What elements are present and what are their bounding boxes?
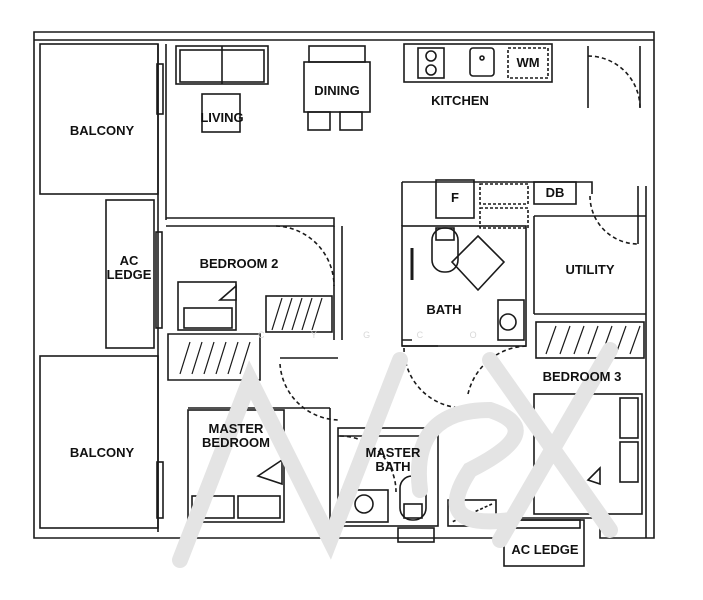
fridge xyxy=(435,179,475,219)
sliding-door-top xyxy=(156,63,164,115)
outer-wall xyxy=(33,31,655,539)
living-label: LIVING xyxy=(200,110,244,125)
dining-label: DINING xyxy=(314,83,360,98)
master-bedroom-label: MASTER BEDROOM xyxy=(202,421,270,450)
wm-label: WM xyxy=(516,55,540,70)
bath-walls xyxy=(401,225,527,347)
bedroom2-walls xyxy=(166,217,335,227)
sliding-door-master xyxy=(156,461,164,519)
ac-ledge-bottom-label: AC LEDGE xyxy=(511,542,579,557)
kitchen-label: KITCHEN xyxy=(431,93,489,108)
ac-ledge-left-wall xyxy=(105,199,155,349)
bath-shower xyxy=(450,234,506,292)
balcony-top-wall xyxy=(39,43,159,195)
bedroom2-label: BEDROOM 2 xyxy=(199,256,279,271)
bedroom2-wardrobe-lower xyxy=(167,333,261,381)
utility-label: UTILITY xyxy=(565,262,615,277)
bedroom3-wardrobe xyxy=(535,321,645,359)
fridge-label: F xyxy=(451,190,459,205)
utility-walls xyxy=(402,181,593,194)
washing-machine xyxy=(507,47,549,79)
coffee-table xyxy=(201,93,241,133)
bath-basin xyxy=(497,299,525,341)
bath-label: BATH xyxy=(426,302,462,317)
db-box xyxy=(533,181,577,205)
db-label: DB xyxy=(545,185,565,200)
balcony-bottom-wall xyxy=(39,355,159,529)
sliding-door-bedroom2 xyxy=(155,231,163,329)
watermark-faint-text: C Y G C O xyxy=(258,330,499,340)
master-bath-label: MASTER BATH xyxy=(365,445,421,474)
balcony-top-label: BALCONY xyxy=(69,123,135,138)
bedroom2-wardrobe xyxy=(265,295,333,333)
bedroom3-bed xyxy=(533,393,643,515)
hob xyxy=(417,47,445,79)
bedroom2-bed xyxy=(177,281,237,331)
ac-ledge-left-label: AC LEDGE xyxy=(106,253,152,282)
balcony-bottom-label: BALCONY xyxy=(69,445,135,460)
bedroom3-label: BEDROOM 3 xyxy=(542,369,622,384)
kitchen-counter xyxy=(403,43,553,83)
sink xyxy=(469,47,495,77)
